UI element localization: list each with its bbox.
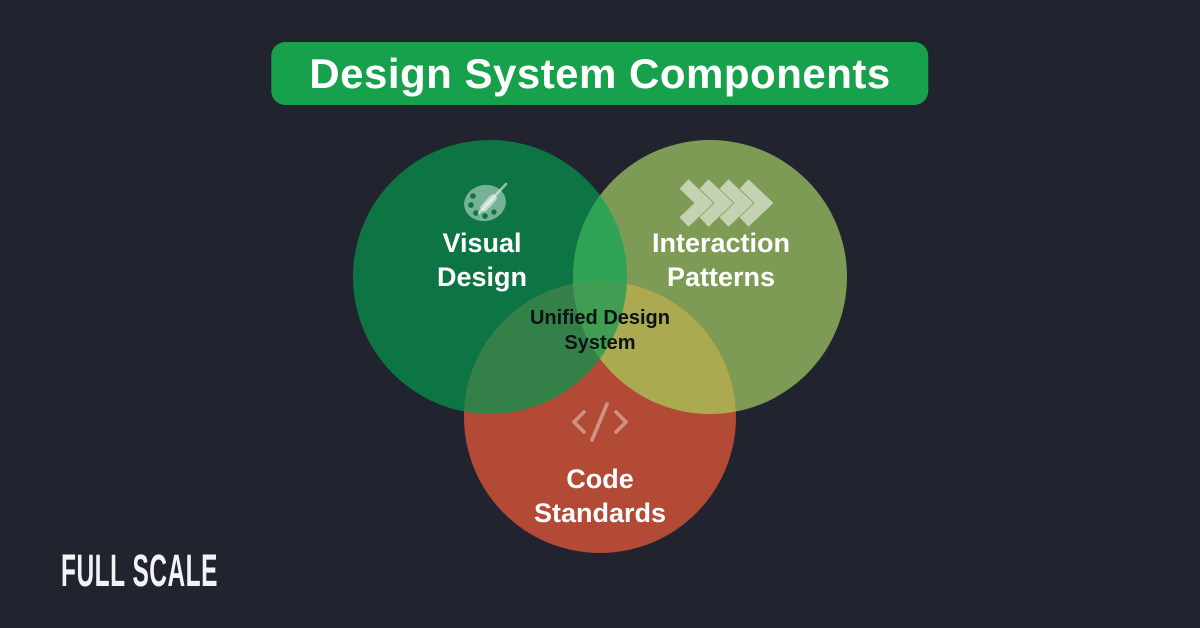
full-scale-logo: FULL SCALE bbox=[61, 546, 218, 596]
label-interaction-patterns: Interaction Patterns bbox=[651, 228, 791, 292]
label-code-standards: Code Standards bbox=[533, 464, 667, 528]
title-banner: Design System Components bbox=[271, 42, 929, 105]
chevrons-right-icon bbox=[679, 179, 774, 227]
page-title: Design System Components bbox=[309, 50, 891, 97]
overlap-interaction-code bbox=[573, 281, 736, 414]
paint-palette-icon bbox=[464, 182, 508, 222]
label-visual-design: Visual Design bbox=[436, 228, 528, 292]
overlap-visual-code bbox=[464, 281, 627, 414]
label-unified-design-system: Unified Design System bbox=[529, 307, 670, 354]
code-slash-icon bbox=[572, 402, 628, 442]
